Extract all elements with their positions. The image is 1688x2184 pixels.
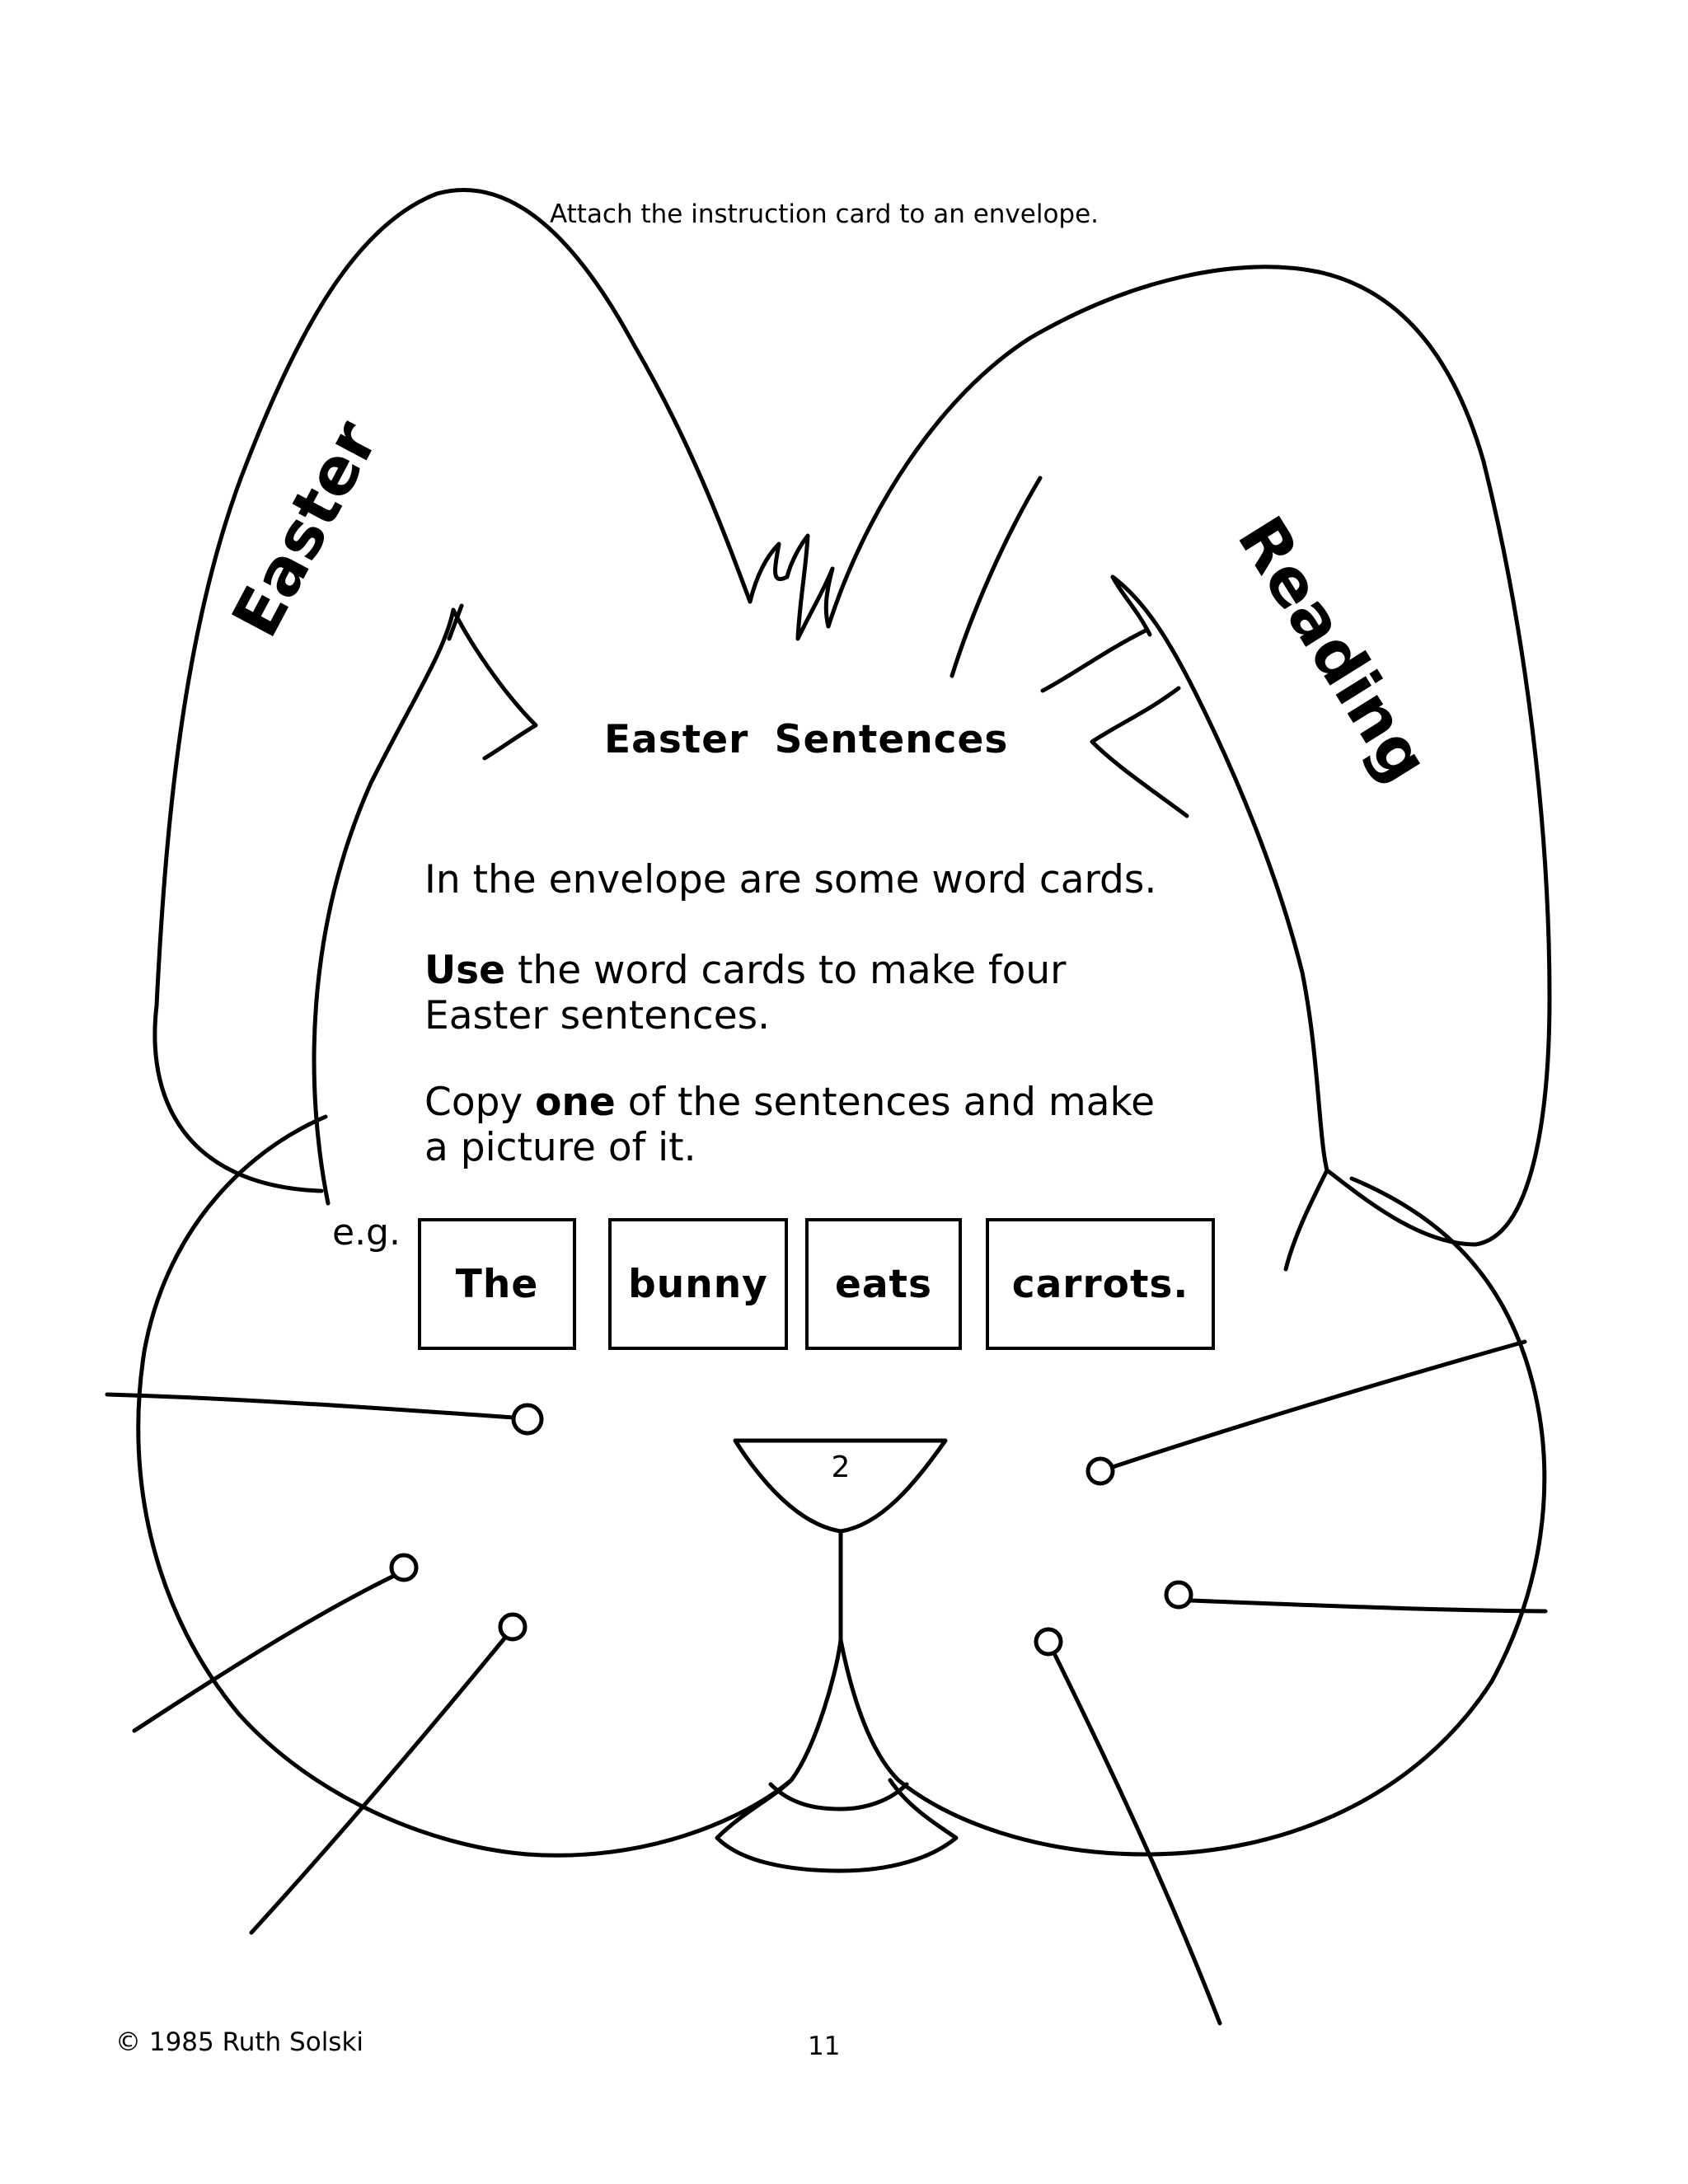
whisker-dot-left-mid — [389, 1553, 419, 1582]
instruction-line-2a: the word cards to make four — [505, 948, 1067, 993]
left-ear-inner — [312, 607, 538, 1206]
right-ear-inner-fold — [1110, 574, 1152, 637]
tuft-stroke — [950, 476, 1043, 678]
whisker-left-mid — [132, 1573, 396, 1733]
instruction-use-bold: Use — [424, 948, 506, 993]
instruction-line-1-text: In the envelope are some word cards. — [424, 857, 1157, 902]
instruction-one-bold: one — [535, 1080, 616, 1125]
whisker-right-low — [1053, 1652, 1222, 2026]
copyright-notice: © 1985 Ruth Solski — [115, 2027, 364, 2057]
card-title: Easter Sentences — [604, 717, 1009, 762]
right-ear-band-1 — [1040, 628, 1148, 693]
right-ear-outline — [826, 265, 1552, 1247]
right-ear-band-2 — [1090, 686, 1189, 818]
example-label: e.g. — [332, 1212, 401, 1254]
nose-number: 2 — [831, 1451, 851, 1484]
whisker-left-low — [249, 1636, 507, 1935]
page-number: 11 — [808, 2032, 841, 2061]
whisker-left-top — [105, 1392, 516, 1420]
mouth-arc — [715, 1778, 959, 1873]
instruction-line-3b: a picture of it. — [424, 1125, 696, 1170]
left-ear-inner-tip — [447, 603, 464, 641]
top-instruction: Attach the instruction card to an envelo… — [549, 199, 1100, 229]
whisker-right-mid — [1189, 1598, 1548, 1614]
instruction-copy-text: Copy — [424, 1080, 536, 1125]
whisker-right-top — [1110, 1339, 1527, 1469]
instruction-line-2: Use the word cards to make four Easter s… — [424, 948, 1066, 1038]
instruction-line-2b: Easter sentences. — [424, 993, 771, 1038]
whisker-dot-right-mid — [1164, 1580, 1193, 1610]
word-card-carrots: carrots. — [986, 1218, 1215, 1350]
whisker-dot-left-low — [498, 1612, 528, 1642]
word-card-eats: eats — [805, 1218, 962, 1350]
word-card-bunny: bunny — [608, 1218, 788, 1350]
word-card-the: The — [418, 1218, 576, 1350]
tongue-arc — [768, 1782, 909, 1811]
instruction-line-1: In the envelope are some word cards. — [424, 857, 1156, 902]
right-ear-inner — [1110, 574, 1329, 1272]
whisker-dot-left-top — [511, 1403, 544, 1436]
whisker-dot-right-low — [1034, 1627, 1063, 1657]
instruction-line-3a: of the sentences and make — [615, 1080, 1155, 1125]
instruction-line-3: Copy one of the sentences and make a pic… — [424, 1080, 1155, 1170]
left-ear-outline — [152, 188, 753, 1193]
whisker-dot-right-top — [1085, 1456, 1115, 1486]
head-tuft — [748, 533, 835, 641]
